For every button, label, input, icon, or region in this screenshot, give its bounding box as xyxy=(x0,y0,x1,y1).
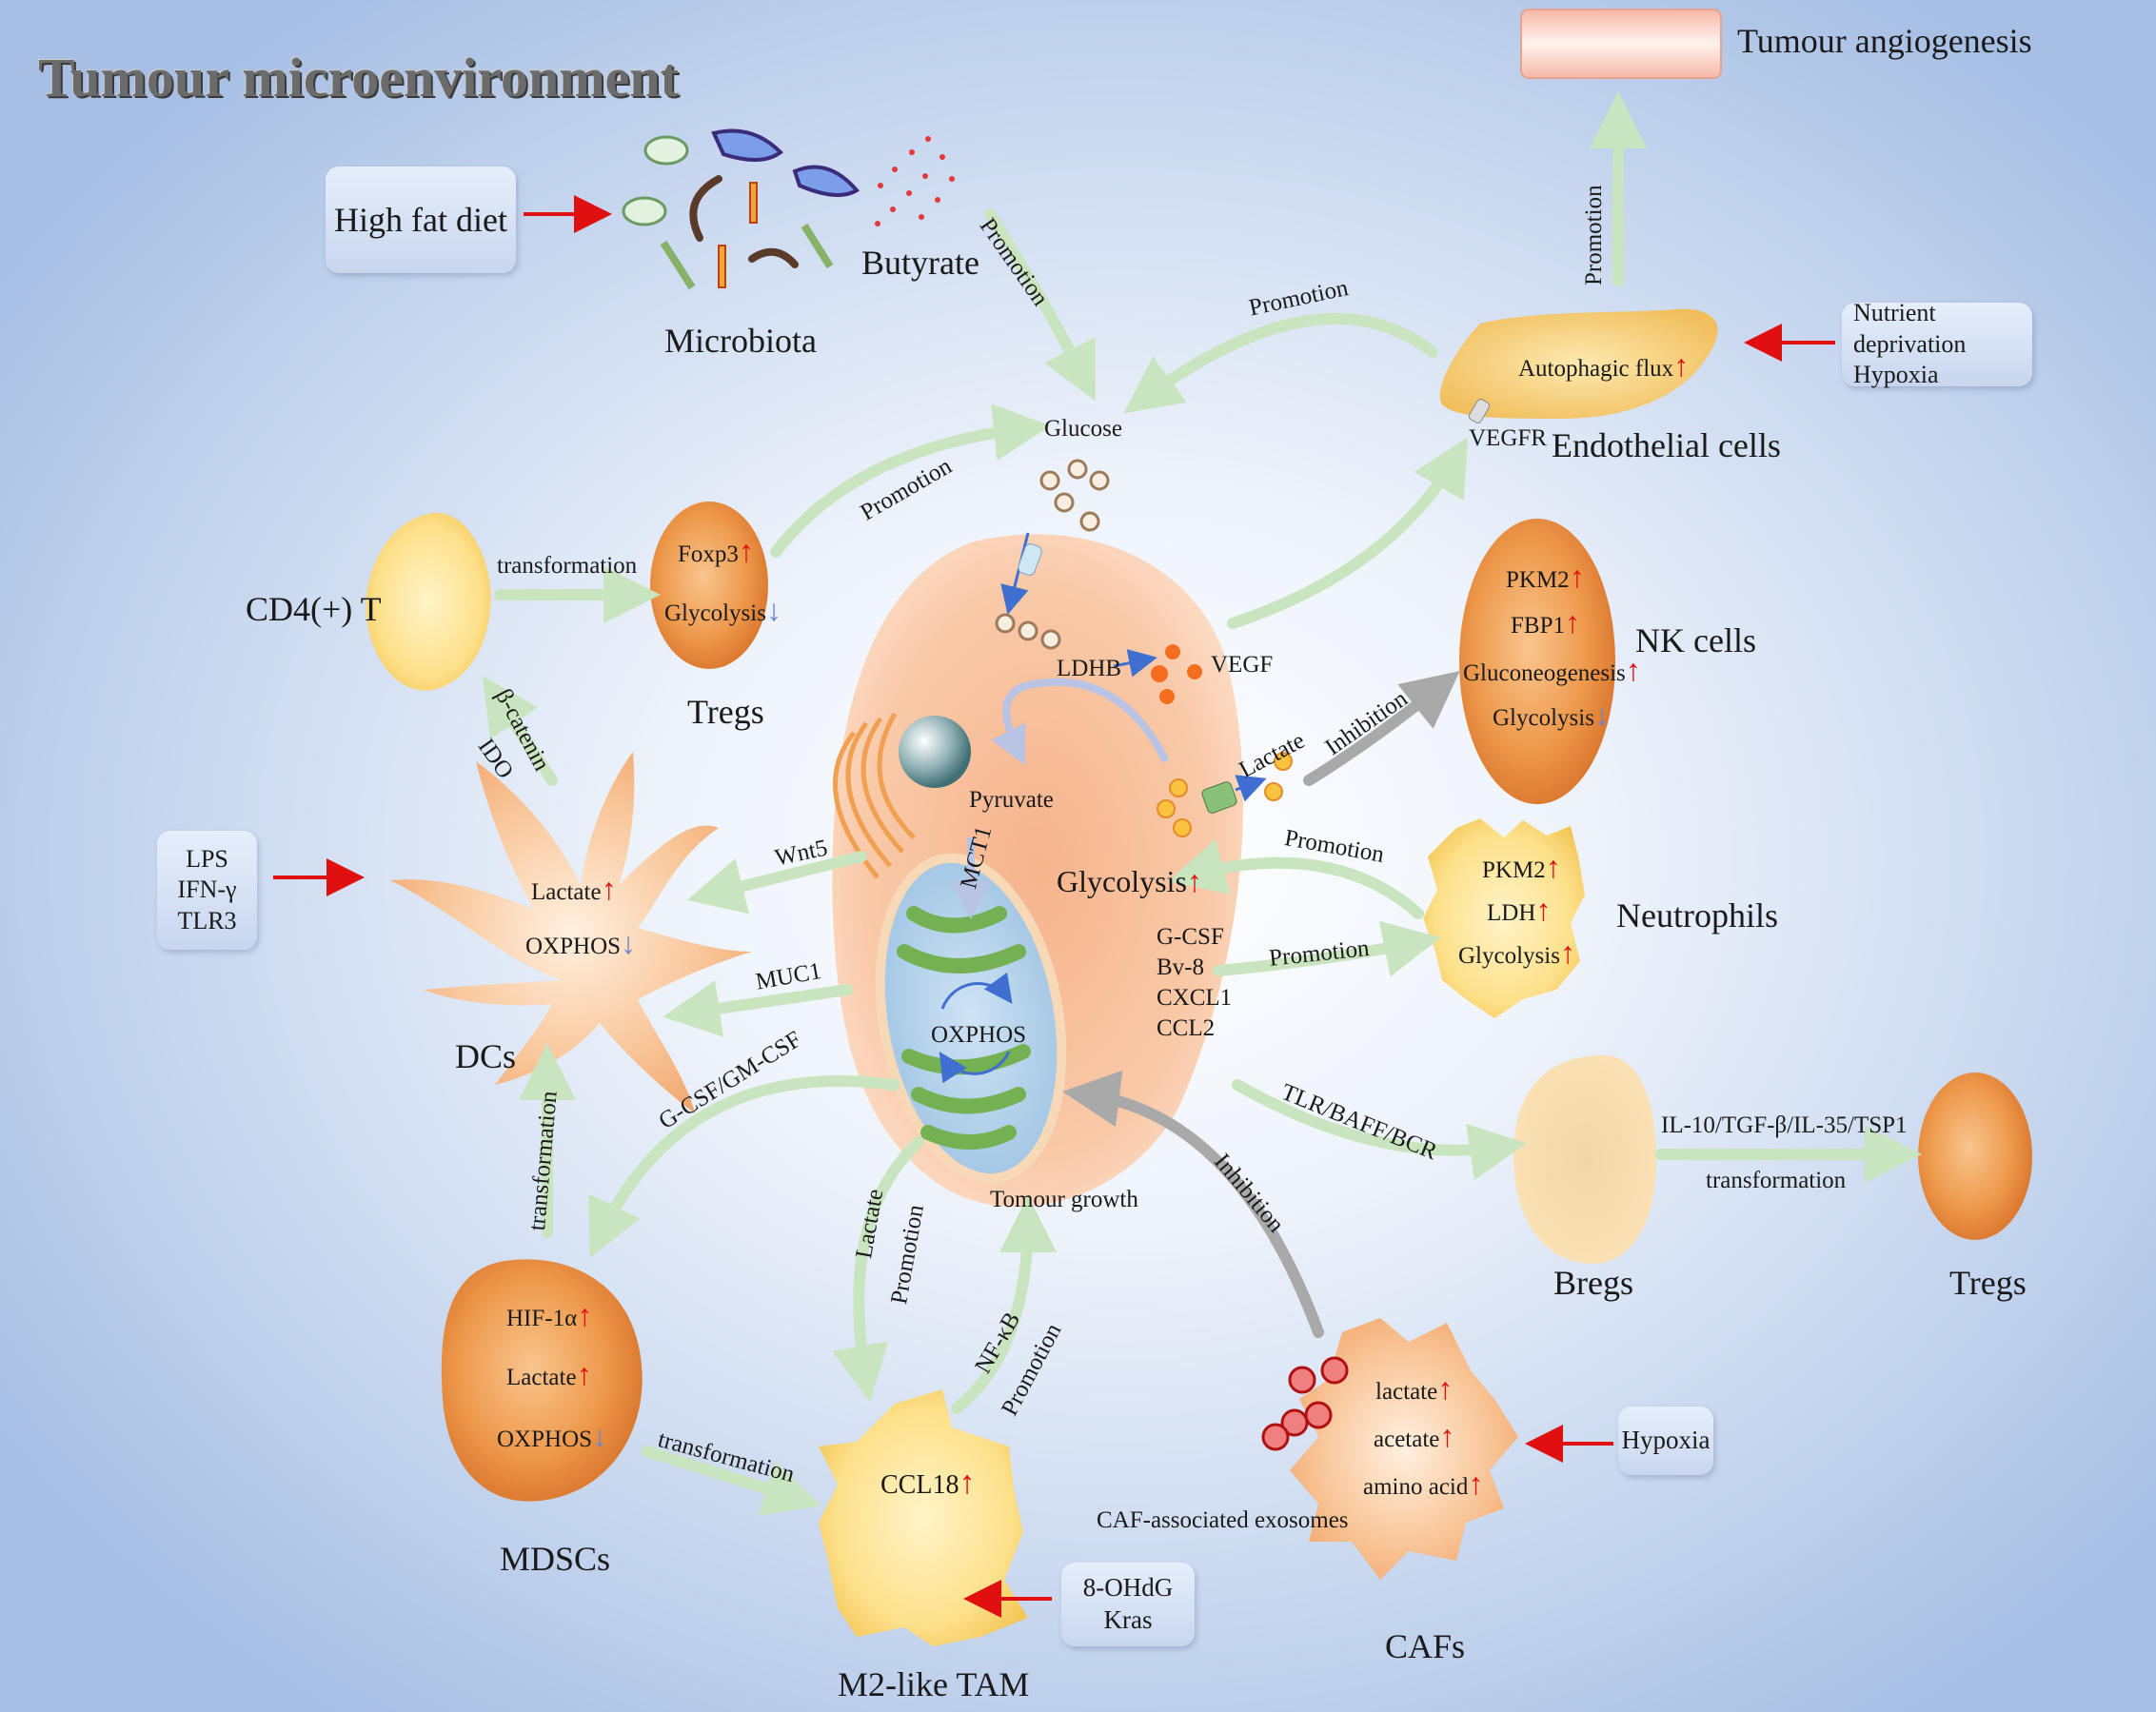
autophagic-flux-label: Autophagic flux↑ xyxy=(1518,348,1690,383)
pyruvate-label: Pyruvate xyxy=(969,787,1054,813)
nk-gluconeogenesis: Gluconeogenesis↑ xyxy=(1463,653,1641,687)
high-fat-diet-box: High fat diet xyxy=(326,167,516,273)
vegf-label: VEGF xyxy=(1211,652,1274,678)
dendritic-cell xyxy=(390,752,752,1113)
blood-vessel xyxy=(1520,9,1722,79)
tam-ccl18: CCL18↑ xyxy=(880,1466,976,1501)
caf-cell xyxy=(1290,1318,1518,1580)
butyrate-dots xyxy=(875,136,955,226)
nk-fbp1: FBP1↑ xyxy=(1511,605,1580,640)
transformation-breg-label: transformation xyxy=(1706,1168,1847,1193)
tregs-glycolysis: Glycolysis↓ xyxy=(664,593,781,627)
glycolysis-center-label: Glycolysis↑ xyxy=(1057,864,1202,898)
tumour-growth-label: Tomour growth xyxy=(990,1187,1138,1212)
cd4-t-cell xyxy=(366,512,491,691)
secreted-bv8: Bv-8 xyxy=(1157,954,1204,980)
microbiota-label: Microbiota xyxy=(664,322,817,360)
hypoxia-label-2: Hypoxia xyxy=(1621,1426,1711,1455)
dcs-lactate: Lactate↑ xyxy=(531,872,617,906)
cristae xyxy=(897,906,1031,1150)
transformation-cd4-label: transformation xyxy=(497,553,638,579)
tregs-foxp3: Foxp3↑ xyxy=(678,534,754,568)
nk-cell xyxy=(1459,519,1615,804)
microbiota-icons xyxy=(622,128,860,290)
tumour-angiogenesis-label: Tumour angiogenesis xyxy=(1737,22,2032,60)
kras-label: Kras xyxy=(1103,1605,1153,1634)
lactate-molecules xyxy=(1157,752,1293,837)
cd4t-label: CD4(+) T xyxy=(246,590,382,628)
ifn-gamma-label: IFN-γ xyxy=(177,876,237,904)
bregs-label: Bregs xyxy=(1553,1264,1633,1302)
nk-glycolysis: Glycolysis↓ xyxy=(1493,698,1610,732)
page-title: Tumour microenvironment xyxy=(38,47,679,108)
promotion-angiogenesis-label: Promotion xyxy=(1581,185,1607,285)
dcs-label: DCs xyxy=(455,1037,517,1075)
nutrient-deprivation-label: Nutrient deprivation xyxy=(1853,299,1967,358)
tam-cell xyxy=(819,1389,1028,1646)
cafs-lactate: lactate↑ xyxy=(1375,1371,1454,1406)
lps-label: LPS xyxy=(186,844,228,873)
nucleus xyxy=(899,716,971,788)
gray-arrows xyxy=(1062,671,1460,1338)
tregs-label: Tregs xyxy=(687,693,764,731)
neutrophils-label: Neutrophils xyxy=(1616,896,1778,935)
tam-input-box: 8-OHdG Kras xyxy=(1061,1563,1195,1646)
glucose-molecules xyxy=(995,459,1110,650)
m2-tam-label: M2-like TAM xyxy=(838,1665,1030,1703)
il10-label: IL-10/TGF-β/IL-35/TSP1 xyxy=(1661,1112,1908,1138)
tregs2-cell xyxy=(1918,1072,2032,1240)
high-fat-diet-label: High fat diet xyxy=(334,200,507,239)
mdscs-lactate: Lactate↑ xyxy=(506,1357,592,1391)
mdscs-oxphos: OXPHOS↓ xyxy=(497,1419,608,1453)
bregs-cell xyxy=(1513,1054,1656,1265)
nk-pkm2: PKM2↑ xyxy=(1506,560,1585,594)
cafs-label: CAFs xyxy=(1385,1627,1466,1665)
green-arrows xyxy=(482,91,1922,1516)
neutrophils-glycolysis: Glycolysis↑ xyxy=(1458,935,1575,970)
hypoxia-box: Hypoxia xyxy=(1618,1407,1713,1475)
tregs-cell xyxy=(650,502,768,669)
nk-cells-label: NK cells xyxy=(1635,621,1756,659)
secreted-cxcl1: CXCL1 xyxy=(1157,985,1233,1011)
mdsc-cell xyxy=(441,1259,643,1502)
oxphos-center-label: OXPHOS xyxy=(931,1022,1027,1048)
caf-exosomes-label: CAF-associated exosomes xyxy=(1097,1507,1349,1533)
caf-exosomes xyxy=(1261,1356,1349,1451)
neutrophils-ldh: LDH↑ xyxy=(1487,893,1552,927)
input-arrows xyxy=(273,195,1835,1618)
cafs-acetate: acetate↑ xyxy=(1374,1419,1455,1453)
tlr3-label: TLR3 xyxy=(177,906,237,935)
nutrient-hypoxia-box: Nutrient deprivation Hypoxia xyxy=(1842,299,2032,388)
cafs-amino-acid: amino acid↑ xyxy=(1363,1466,1484,1501)
lps-box: LPS IFN-γ TLR3 xyxy=(157,831,257,950)
ldhb-label: LDHB xyxy=(1057,656,1122,681)
vegfr-label: VEGFR xyxy=(1469,425,1547,451)
secreted-ccl2: CCL2 xyxy=(1157,1015,1216,1041)
ohdg-label: 8-OHdG xyxy=(1082,1573,1174,1603)
endothelial-cell xyxy=(1439,308,1718,419)
dcs-oxphos: OXPHOS↓ xyxy=(525,926,637,960)
butyrate-label: Butyrate xyxy=(861,244,979,282)
glucose-label: Glucose xyxy=(1044,416,1122,442)
mdscs-hif: HIF-1α↑ xyxy=(506,1298,593,1332)
hypoxia-label-1: Hypoxia xyxy=(1853,361,1939,389)
neutrophil-cell xyxy=(1423,818,1585,1018)
secreted-gcsf: G-CSF xyxy=(1157,924,1224,950)
tregs2-label: Tregs xyxy=(1949,1264,2027,1302)
mdscs-label: MDSCs xyxy=(500,1540,611,1578)
endothelial-cells-label: Endothelial cells xyxy=(1552,426,1781,464)
neutrophils-pkm2: PKM2↑ xyxy=(1482,850,1561,884)
